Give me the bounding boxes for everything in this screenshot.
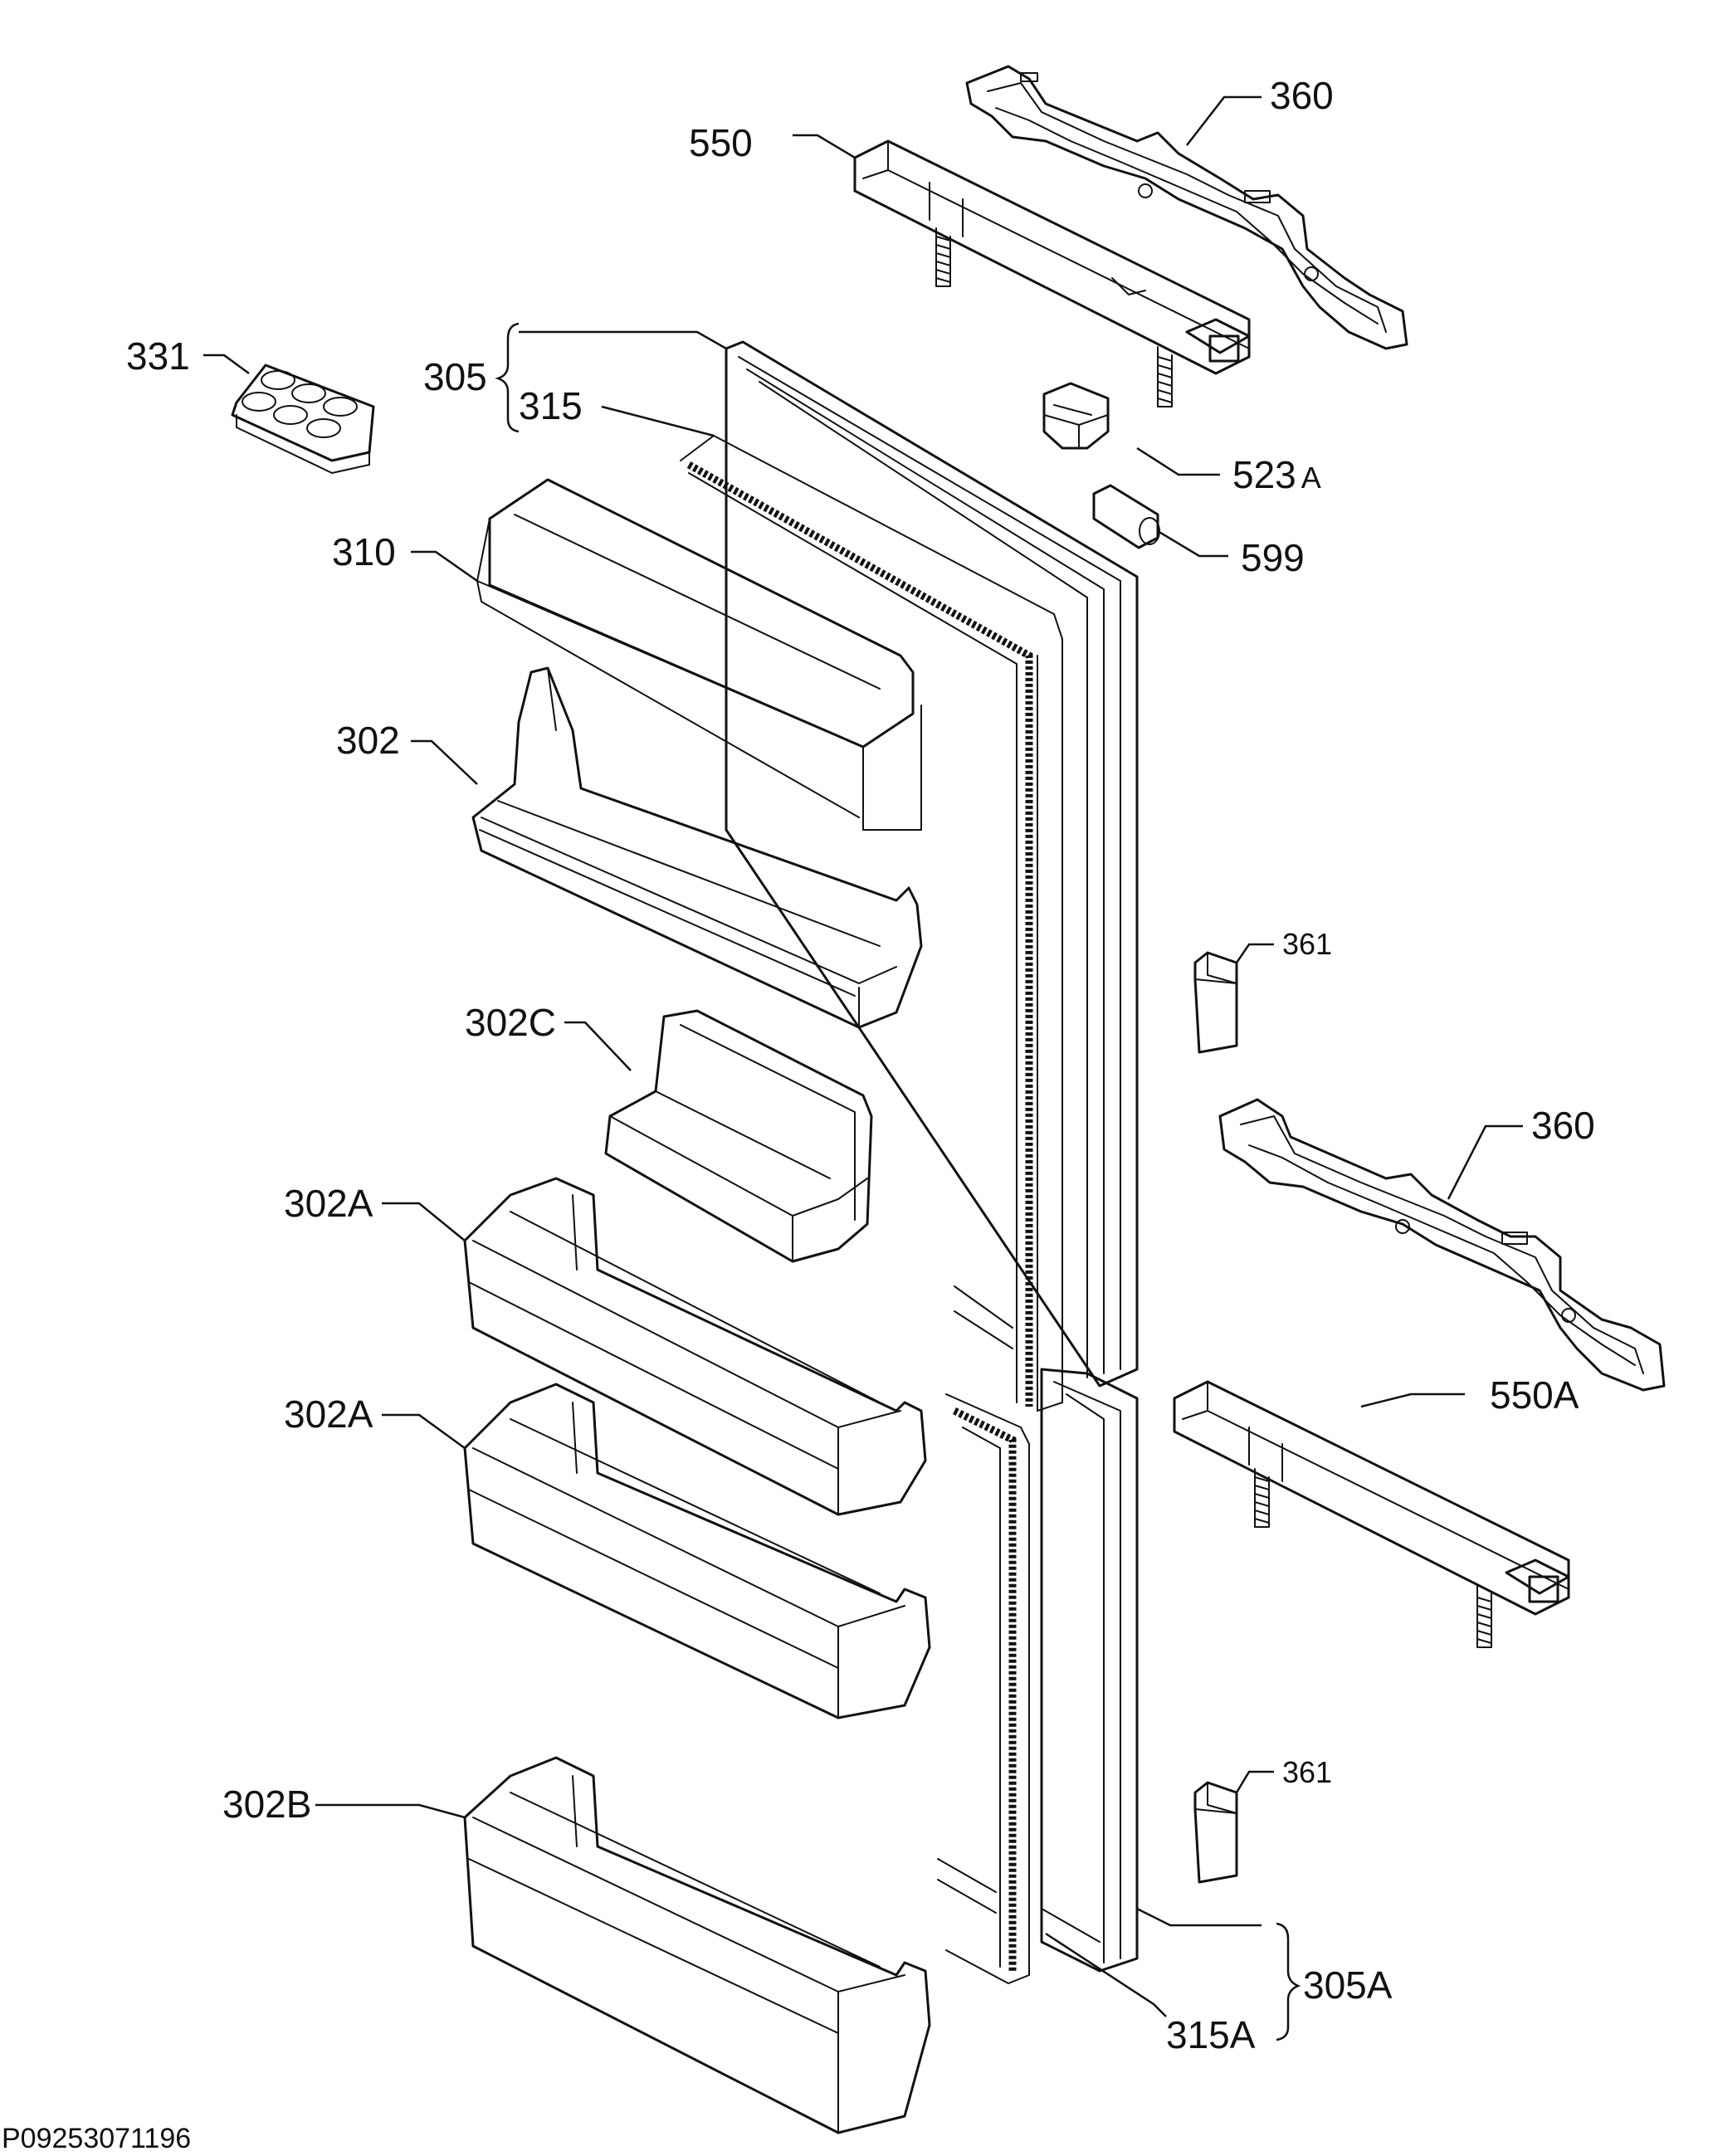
label-550: 550	[689, 121, 753, 164]
label-360-top: 360	[1270, 74, 1334, 117]
drawing-code: P09253071196	[2, 2123, 191, 2154]
hinge-pin-599	[1092, 484, 1160, 549]
brace-305a-315a	[1276, 1922, 1301, 2041]
leader-lines	[203, 95, 1523, 2017]
lower-door-gasket-315a	[937, 1393, 1030, 1984]
door-shelf-302b	[463, 1756, 931, 2134]
egg-tray-331	[231, 363, 375, 474]
door-shelf-302a-upper	[463, 1177, 927, 1516]
label-361-top: 361	[1282, 927, 1332, 961]
hinge-bushing-523a	[1042, 382, 1110, 450]
label-302c: 302C	[465, 1001, 556, 1044]
label-302: 302	[336, 719, 400, 762]
hinge-cover-550	[853, 139, 1251, 407]
label-550a: 550A	[1490, 1373, 1579, 1417]
door-shelf-302a-lower	[463, 1383, 931, 1719]
label-360-middle: 360	[1531, 1104, 1595, 1147]
label-523a-suffix: A	[1301, 461, 1321, 495]
small-bin-302c	[604, 1009, 873, 1263]
lower-door-305a	[1040, 1368, 1139, 1973]
label-302a-upper: 302A	[284, 1182, 373, 1225]
label-305a: 305A	[1303, 1963, 1393, 2007]
hinge-bracket-360-middle	[1218, 1098, 1666, 1392]
brace-305-315	[495, 322, 520, 433]
label-361-bottom: 361	[1282, 1755, 1332, 1789]
bracket-361-bottom	[1193, 1781, 1238, 1884]
label-305: 305	[423, 355, 487, 398]
door-shelf-302	[471, 666, 923, 1029]
label-599: 599	[1241, 536, 1305, 579]
label-523a-number: 523	[1232, 453, 1296, 496]
hinge-cover-550a	[1173, 1380, 1570, 1648]
label-310: 310	[332, 530, 396, 573]
label-302b: 302B	[222, 1783, 311, 1826]
dairy-compartment-310	[476, 478, 922, 831]
label-315a: 315A	[1166, 2013, 1256, 2056]
label-331: 331	[126, 334, 190, 378]
label-315: 315	[519, 384, 583, 427]
label-302a-lower: 302A	[284, 1393, 373, 1436]
hinge-bracket-360-top	[965, 65, 1408, 350]
upper-door-gasket-315	[680, 435, 1063, 1412]
bracket-361-top	[1193, 951, 1238, 1054]
upper-door-305	[725, 340, 1139, 1388]
